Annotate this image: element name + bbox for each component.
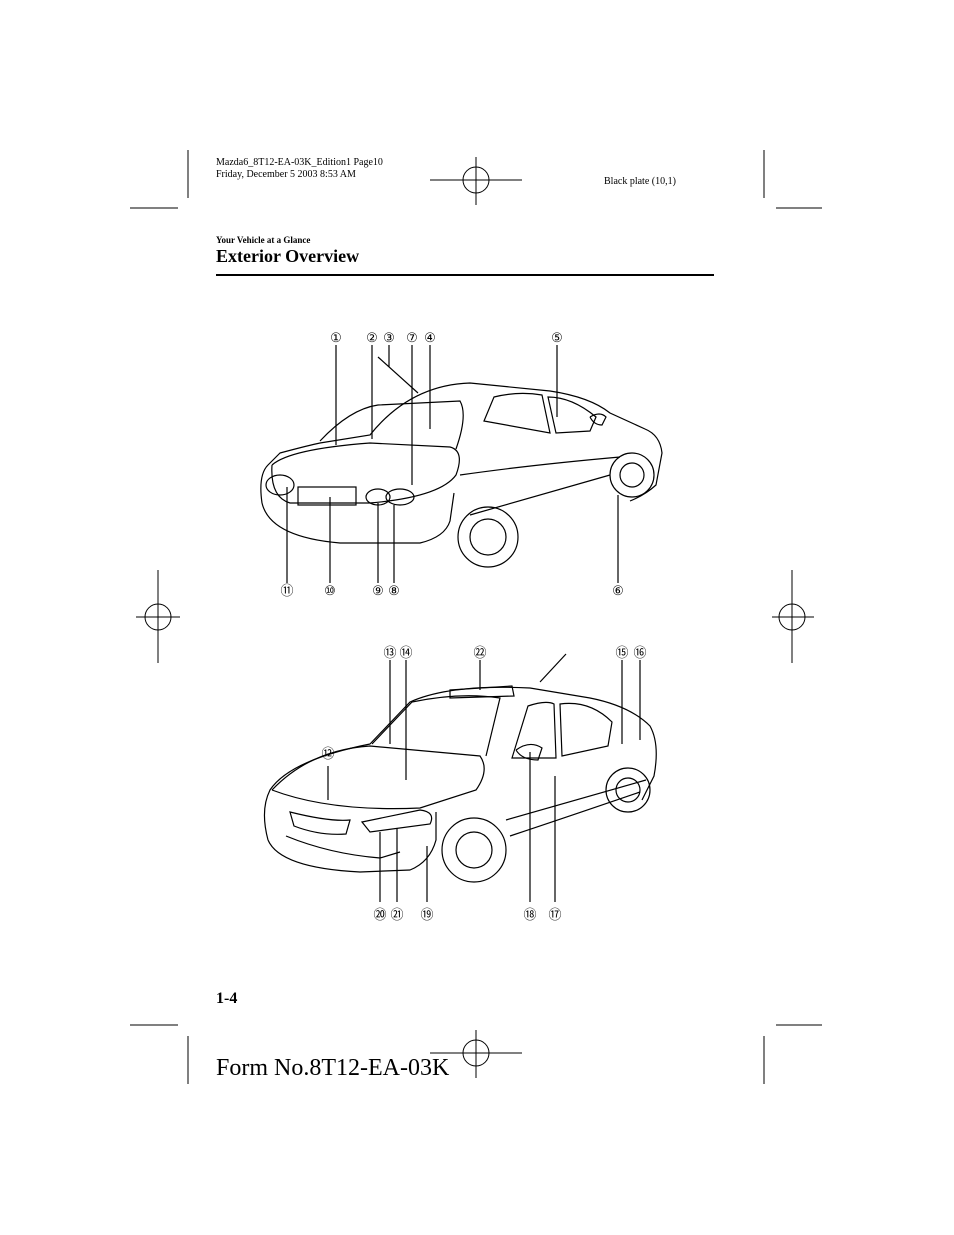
callout-20: ⑳ — [373, 907, 386, 922]
callout-22: ㉒ — [473, 645, 486, 660]
callout-9: ⑨ — [372, 583, 384, 598]
callout-2: ② — [366, 330, 378, 345]
print-meta-line2: Friday, December 5 2003 8:53 AM — [216, 169, 356, 180]
callout-1: ① — [330, 330, 342, 345]
callout-17: ⑰ — [548, 907, 561, 922]
callout-19: ⑲ — [420, 907, 433, 922]
section-label: Your Vehicle at a Glance — [216, 235, 311, 245]
rear-view-diagram: ① ② ③ ⑦ ④ ⑤ ⑪ ⑩ ⑨ ⑧ ⑥ — [260, 330, 663, 598]
print-meta-line1: Mazda6_8T12-EA-03K_Edition1 Page10 — [216, 157, 383, 168]
callout-14: ⑭ — [399, 645, 412, 660]
callout-3: ③ — [383, 330, 395, 345]
form-number: Form No.8T12-EA-03K — [216, 1055, 450, 1081]
callout-13: ⑬ — [383, 645, 396, 660]
callout-15: ⑮ — [615, 645, 628, 660]
plate-label: Black plate (10,1) — [604, 176, 676, 187]
callout-16: ⑯ — [633, 645, 646, 660]
callout-5: ⑤ — [551, 330, 563, 345]
callout-7: ⑦ — [406, 330, 418, 345]
page-title: Exterior Overview — [216, 246, 360, 266]
callout-12: ⑫ — [321, 746, 334, 761]
callout-10: ⑩ — [324, 583, 336, 598]
callout-21: ㉑ — [390, 907, 403, 922]
title-rule — [216, 274, 714, 276]
callout-18: ⑱ — [523, 907, 536, 922]
callout-11: ⑪ — [280, 583, 293, 598]
callout-4: ④ — [424, 330, 436, 345]
page-number: 1-4 — [216, 990, 238, 1007]
front-view-diagram: ⑬ ⑭ ㉒ ⑮ ⑯ ⑫ ⑳ ㉑ ⑲ ⑱ ⑰ — [263, 645, 657, 922]
callout-6: ⑥ — [612, 583, 624, 598]
callout-8: ⑧ — [388, 583, 400, 598]
